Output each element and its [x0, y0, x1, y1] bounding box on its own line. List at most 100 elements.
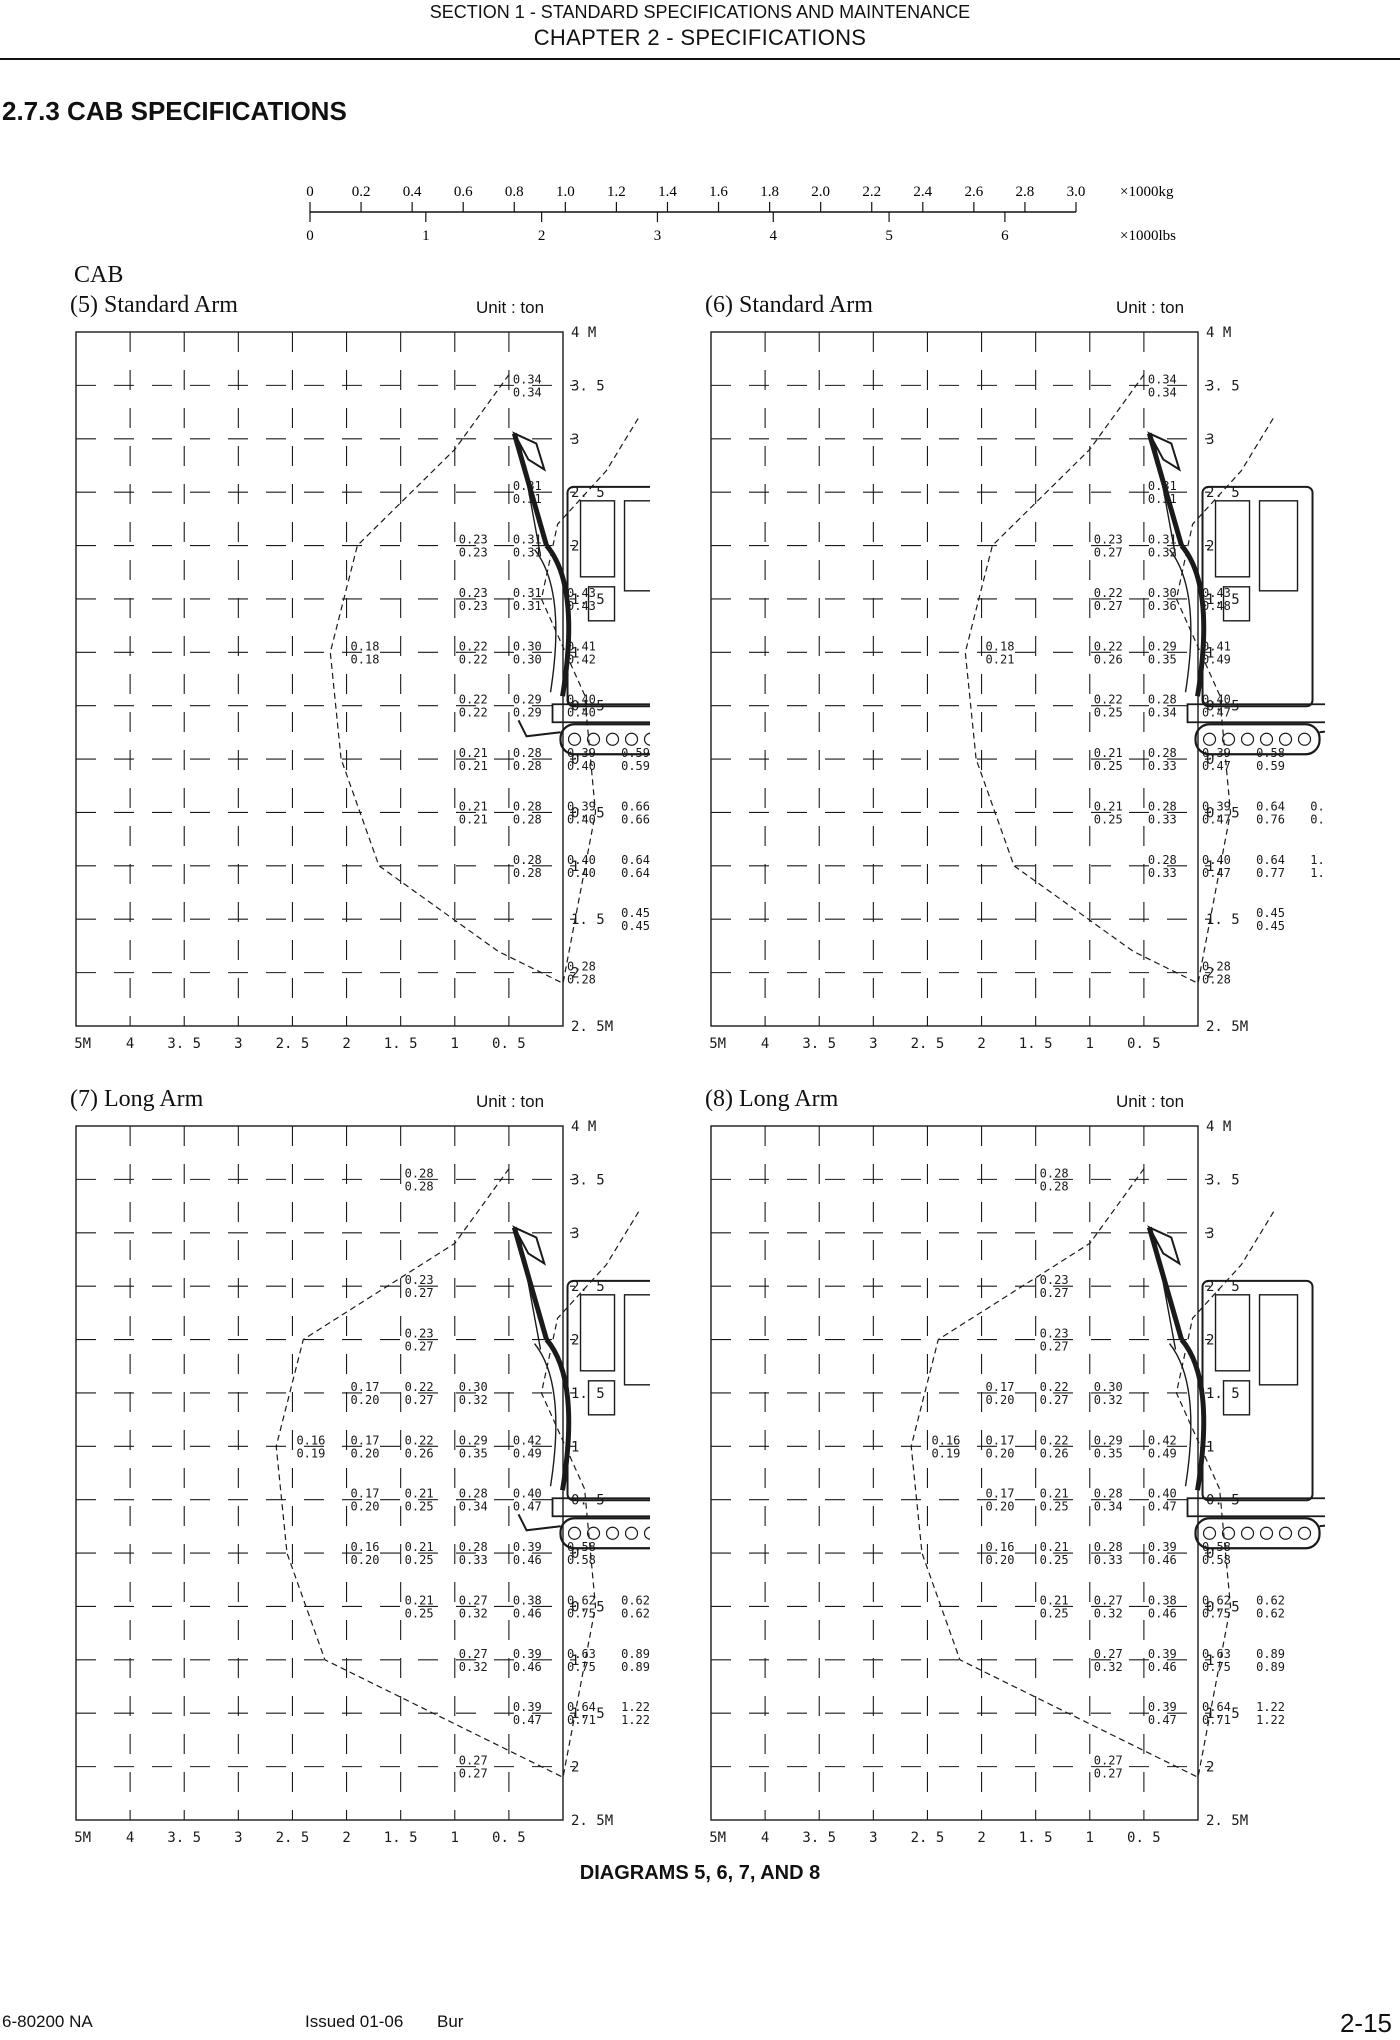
load-value-front: 0.62 — [1256, 1593, 1285, 1607]
x-axis-label: 1. 5 — [384, 1830, 418, 1846]
load-value-front: 0.23 — [459, 533, 488, 547]
lbs-tick-label: 0 — [306, 228, 314, 244]
reach-envelope — [329, 374, 640, 985]
load-value-front: 0.39 — [1202, 799, 1231, 813]
load-value-front: 0.28 — [1148, 853, 1177, 867]
load-value-side: 0.35 — [459, 1446, 488, 1460]
arm-cylinder — [1154, 1239, 1177, 1350]
crawler-track — [559, 723, 650, 756]
unit-label: Unit : ton — [476, 298, 545, 317]
load-value-front: 0.28 — [1094, 1487, 1123, 1501]
operator-seat — [587, 586, 616, 622]
footer-doc-number: 6-80200 NA — [2, 2012, 93, 2031]
load-value-front: 0.34 — [1148, 372, 1177, 386]
x-axis-label: 1. 5 — [1019, 1830, 1053, 1846]
load-value-front: 0.64 — [1202, 1700, 1231, 1714]
y-axis-label: 3. 5 — [1206, 1172, 1240, 1188]
load-value-side: 0.31 — [513, 599, 542, 613]
track-roller — [1278, 1526, 1293, 1540]
load-value-front: 0.22 — [405, 1433, 434, 1447]
kg-tick-label: 0 — [306, 184, 314, 200]
load-value-side: 0.27 — [405, 1286, 434, 1300]
load-value-front: 0.89 — [1256, 1647, 1285, 1661]
y-axis-label: 0 — [1206, 1546, 1214, 1562]
load-chart: 4 M3. 532. 521. 510. 500. 511. 522. 5M4.… — [705, 325, 1325, 1052]
reach-envelope — [964, 374, 1275, 985]
y-axis-label: 4 M — [571, 325, 596, 341]
load-value-side: 1.16 — [1310, 866, 1325, 880]
load-value-front: 0.42 — [1148, 1433, 1177, 1447]
track-roller — [1202, 732, 1217, 746]
kg-tick-label: 2.4 — [913, 184, 932, 200]
load-value-side: 0.27 — [405, 1340, 434, 1354]
load-value-side: 0.30 — [513, 652, 542, 666]
load-value-side: 0.47 — [1202, 759, 1231, 773]
cab-window — [1258, 1294, 1299, 1386]
kg-tick-label: 0.2 — [352, 184, 371, 200]
load-value-side: 0.46 — [1148, 1606, 1177, 1620]
boom-cylinder — [1168, 549, 1192, 693]
load-value-side: 0.20 — [351, 1446, 380, 1460]
load-value-side: 0.28 — [513, 759, 542, 773]
load-value-side: 0.19 — [296, 1446, 325, 1460]
load-value-side: 0.25 — [1040, 1500, 1069, 1514]
y-axis-label: 2 — [1206, 539, 1214, 555]
y-axis-label: 2. 5M — [1206, 1813, 1248, 1829]
load-value-side: 0.66 — [621, 812, 650, 826]
load-value-front: 0.28 — [1148, 799, 1177, 813]
bucket — [512, 431, 547, 472]
load-value-side: 0.27 — [1040, 1286, 1069, 1300]
load-value-front: 0.66 — [621, 799, 650, 813]
load-value-front: 0.58 — [567, 1540, 596, 1554]
load-value-front: 0.22 — [459, 693, 488, 707]
unit-label: Unit : ton — [1116, 298, 1185, 317]
load-value-side: 0.23 — [459, 599, 488, 613]
load-value-front: 0.29 — [1148, 639, 1177, 653]
load-value-side: 0.31 — [513, 492, 542, 506]
load-value-front: 1.22 — [1256, 1700, 1285, 1714]
load-value-side: 0.45 — [1256, 919, 1285, 933]
load-value-side: 0.40 — [567, 759, 596, 773]
x-axis-label: 0. 5 — [1127, 1036, 1161, 1052]
load-value-front: 0.16 — [351, 1540, 380, 1554]
y-axis-label: 0 — [571, 752, 579, 768]
load-value-side: 0.35 — [1094, 1446, 1123, 1460]
load-value-front: 0.62 — [1202, 1593, 1231, 1607]
kg-tick-label: 2.0 — [811, 184, 830, 200]
track-roller — [1297, 732, 1312, 746]
load-value-front: 0.64 — [1256, 853, 1285, 867]
load-value-side: 0.32 — [459, 1606, 488, 1620]
section-title: 2.7.3 CAB SPECIFICATIONS — [2, 96, 347, 126]
y-axis-label: 2. 5M — [571, 1019, 613, 1035]
load-value-side: 0.47 — [1148, 1713, 1177, 1727]
load-value-front: 0.28 — [1202, 960, 1231, 974]
load-value-front: 0.27 — [459, 1647, 488, 1661]
y-axis-label: 0 — [571, 1546, 579, 1562]
load-value-front: 0.39 — [1148, 1700, 1177, 1714]
load-value-front: 1.16 — [1310, 853, 1325, 867]
load-value-front: 0.27 — [1094, 1754, 1123, 1768]
x-axis-label: 2. 5 — [911, 1036, 945, 1052]
lbs-tick-label: 4 — [770, 228, 778, 244]
y-axis-label: 1 — [571, 1439, 579, 1455]
y-axis-label: 2. 5 — [1206, 1279, 1240, 1295]
load-value-side: 0.22 — [459, 652, 488, 666]
crawler-track — [559, 1517, 650, 1550]
load-value-front: 0.28 — [513, 746, 542, 760]
x-axis-label: 0. 5 — [492, 1036, 526, 1052]
load-value-front: 0.30 — [513, 639, 542, 653]
excavator-illustration — [511, 431, 650, 756]
diagram-title: (8) Long Arm — [705, 1086, 839, 1112]
load-value-side: 0.46 — [1148, 1660, 1177, 1674]
load-value-side: 0.71 — [567, 1713, 596, 1727]
load-value-front: 0.58 — [1202, 1540, 1231, 1554]
load-value-front: 0.40 — [1148, 1487, 1177, 1501]
x-axis-label: 4. 5M — [705, 1036, 726, 1052]
load-value-side: 0.25 — [405, 1553, 434, 1567]
y-axis-label: 3 — [571, 1226, 579, 1242]
load-value-side: 0.25 — [405, 1606, 434, 1620]
load-value-front: 0.31 — [513, 533, 542, 547]
x-axis-label: 1 — [451, 1830, 459, 1846]
kg-tick-label: 2.2 — [862, 184, 881, 200]
